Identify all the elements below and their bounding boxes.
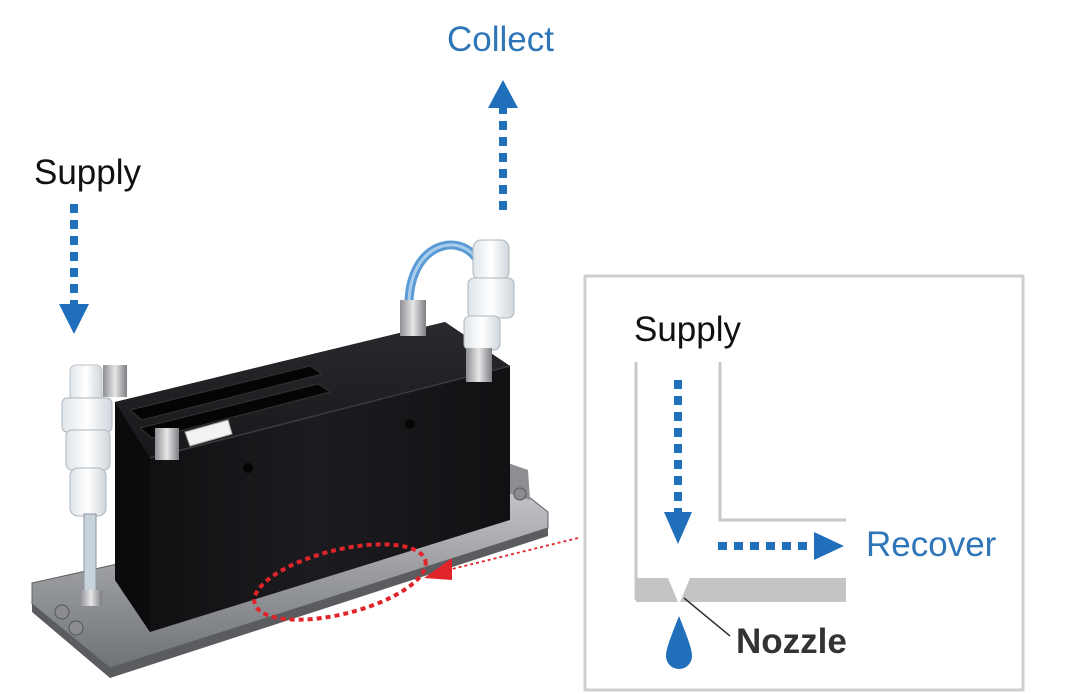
collect-label: Collect [447, 20, 554, 59]
dotted-arrow-icon [488, 80, 518, 108]
supply-flow-arrow [59, 204, 89, 334]
top-nut [155, 428, 179, 460]
printhead-assembly [31, 239, 579, 678]
inset-supply-label: Supply [634, 310, 742, 349]
collect-flow-arrow [488, 80, 518, 210]
ink-droplet-icon [666, 616, 692, 669]
nozzle-inset [583, 274, 1025, 692]
supply-label: Supply [34, 153, 142, 192]
supply-fitting [61, 364, 127, 606]
recover-label: Recover [866, 525, 997, 564]
printhead-body [115, 322, 511, 632]
red-arrowhead-icon [424, 558, 452, 580]
dotted-arrow-icon [814, 532, 844, 560]
dotted-arrow-icon [59, 304, 89, 334]
collect-fitting [400, 239, 515, 382]
nozzle-label: Nozzle [736, 622, 847, 661]
dotted-arrow-icon [664, 512, 692, 544]
nozzle-highlight [252, 537, 579, 622]
